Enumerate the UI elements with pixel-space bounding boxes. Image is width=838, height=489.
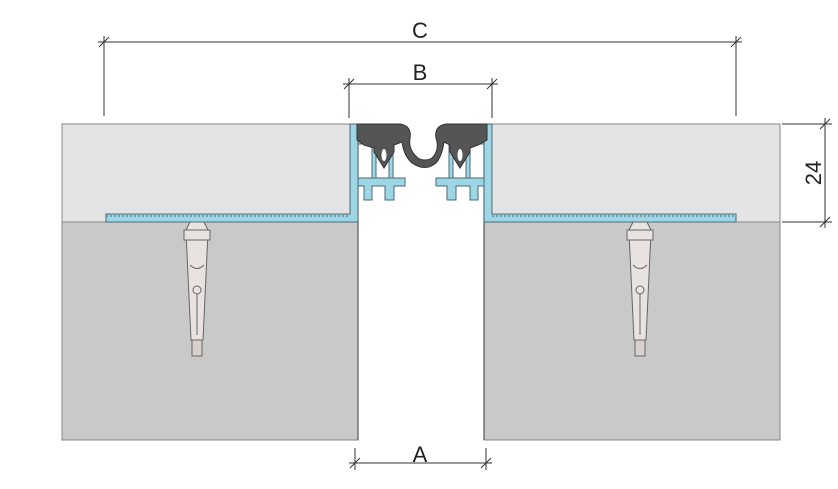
label-height: 24 bbox=[801, 161, 826, 185]
left-concrete bbox=[61, 221, 359, 441]
dimension-a bbox=[349, 448, 492, 470]
joint-gap bbox=[358, 124, 484, 440]
label-b: B bbox=[413, 60, 428, 85]
rubber-insert bbox=[356, 123, 488, 169]
left-anchor-bolt bbox=[183, 221, 211, 357]
left-screed bbox=[61, 123, 359, 223]
label-a: A bbox=[413, 442, 428, 467]
dimension-b bbox=[343, 78, 498, 118]
dimension-height bbox=[782, 118, 832, 228]
right-anchor-bolt bbox=[626, 221, 654, 357]
right-screed bbox=[483, 123, 781, 223]
label-c: C bbox=[412, 18, 428, 43]
dimension-c bbox=[98, 36, 742, 116]
